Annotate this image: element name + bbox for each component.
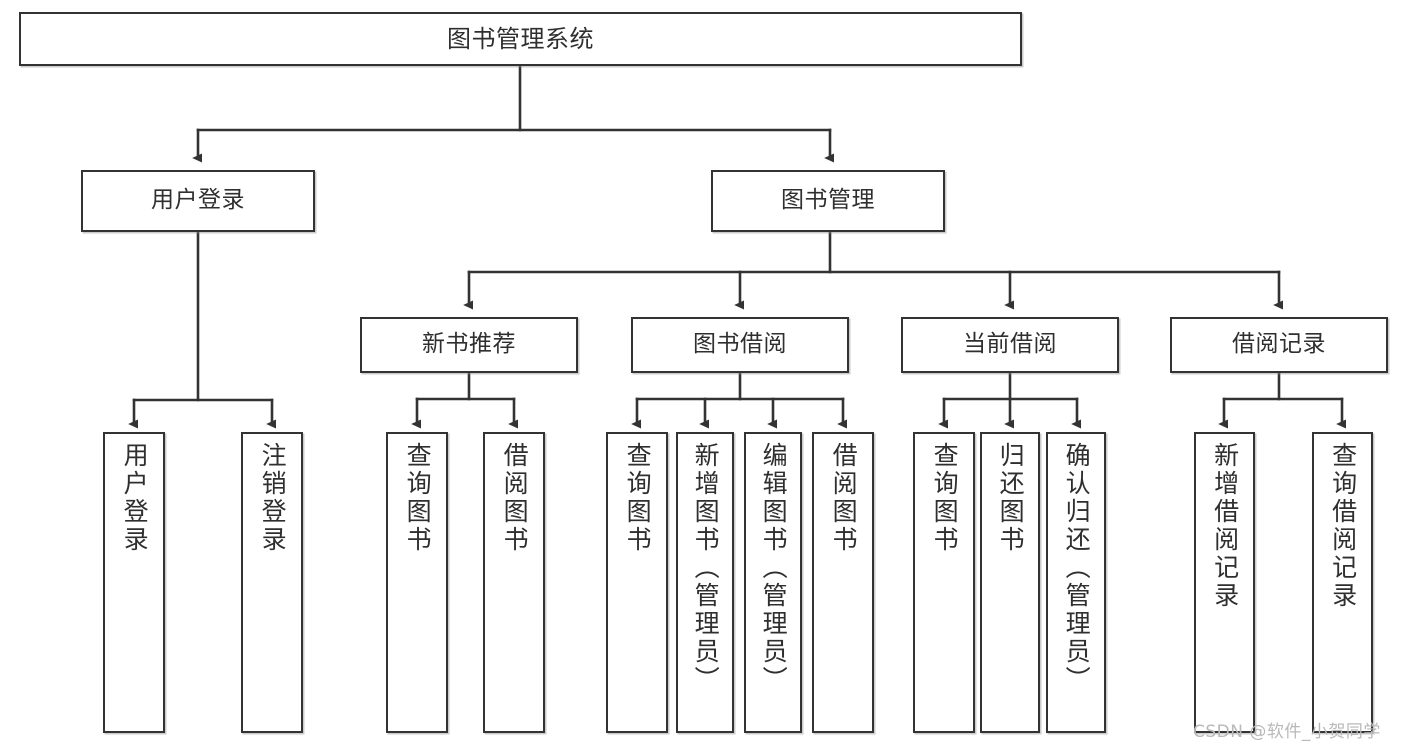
leaf-user-login-signout[interactable]: 注销登录 [241,432,303,733]
node-label: 新增图书（管理员） [691,442,721,694]
leaf-record-query-record[interactable]: 查询借阅记录 [1312,432,1373,733]
node-book-management[interactable]: 图书管理 [711,170,945,232]
leaf-borrow-edit-book-admin[interactable]: 编辑图书（管理员） [744,432,802,733]
node-book-borrow[interactable]: 图书借阅 [631,317,849,373]
node-label: 归还图书 [996,442,1026,554]
node-label: 新增借阅记录 [1210,442,1240,610]
node-label: 图书借阅 [693,331,787,358]
node-user-login[interactable]: 用户登录 [81,170,315,232]
node-current-borrow[interactable]: 当前借阅 [901,317,1119,373]
node-borrow-record[interactable]: 借阅记录 [1170,317,1388,373]
node-root-library-system[interactable]: 图书管理系统 [19,12,1022,66]
leaf-newbook-borrow-book[interactable]: 借阅图书 [483,432,545,733]
node-label: 借阅记录 [1232,331,1326,358]
node-new-book-recommend[interactable]: 新书推荐 [360,317,578,373]
leaf-user-login-signin[interactable]: 用户登录 [103,432,165,733]
node-label: 借阅图书 [500,442,530,554]
node-label: 编辑图书（管理员） [759,442,789,694]
leaf-borrow-query-book[interactable]: 查询图书 [606,432,668,733]
leaf-borrow-add-book-admin[interactable]: 新增图书（管理员） [676,432,734,733]
leaf-current-return-book[interactable]: 归还图书 [980,432,1040,733]
node-label: 当前借阅 [963,331,1057,358]
node-label: 确认归还（管理员） [1062,442,1092,694]
node-label: 注销登录 [258,442,288,554]
leaf-record-add-record[interactable]: 新增借阅记录 [1194,432,1255,733]
leaf-borrow-borrow-book[interactable]: 借阅图书 [812,432,874,733]
leaf-current-confirm-return-admin[interactable]: 确认归还（管理员） [1046,432,1106,733]
node-label: 新书推荐 [422,331,516,358]
node-label: 查询图书 [403,442,433,554]
node-label: 借阅图书 [829,442,859,554]
node-label: 图书管理 [781,187,875,214]
leaf-newbook-query-book[interactable]: 查询图书 [386,432,448,733]
node-label: 图书管理系统 [447,24,594,53]
leaf-current-query-book[interactable]: 查询图书 [913,432,975,733]
node-label: 用户登录 [120,442,150,554]
node-label: 查询图书 [623,442,653,554]
node-label: 查询借阅记录 [1328,442,1358,610]
node-label: 用户登录 [151,187,245,214]
node-label: 查询图书 [930,442,960,554]
